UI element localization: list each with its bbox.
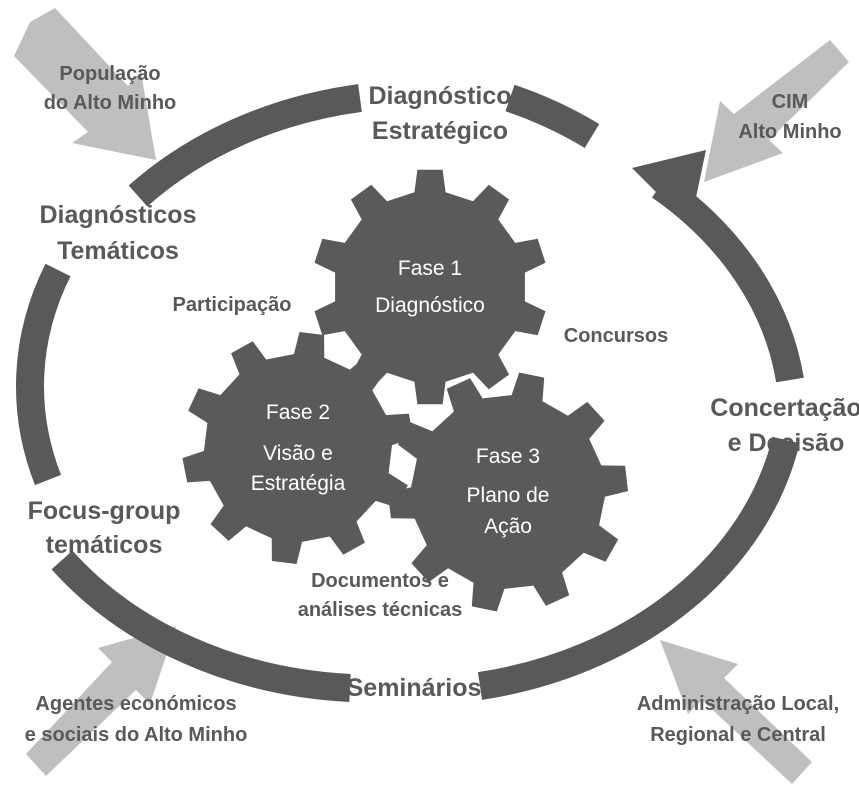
label-focus-group-2: temáticos bbox=[46, 531, 163, 559]
label-diagnosticos-tematicos-2: Temáticos bbox=[57, 237, 179, 265]
label-cim-2: Alto Minho bbox=[738, 121, 841, 143]
label-administracao-2: Regional e Central bbox=[650, 724, 826, 746]
label-diagnostico-estrategico-2: Estratégico bbox=[372, 117, 508, 145]
label-administracao-1: Administração Local, bbox=[637, 693, 839, 715]
ring-segment-top bbox=[128, 84, 362, 207]
ring-segment-right-lower bbox=[477, 436, 800, 700]
arrow-bottom-left-icon bbox=[26, 626, 176, 776]
label-diagnostico-estrategico-1: Diagnóstico bbox=[368, 82, 511, 110]
arrow-top-right-icon bbox=[704, 40, 849, 182]
label-concertacao-1: Concertação bbox=[710, 394, 859, 422]
label-diagnosticos-tematicos-1: Diagnósticos bbox=[40, 201, 197, 229]
gears bbox=[182, 169, 628, 612]
label-participacao: Participação bbox=[173, 294, 292, 316]
label-documentos-2: análises técnicas bbox=[298, 599, 463, 621]
arrow-top-left-icon bbox=[14, 8, 156, 160]
input-arrows bbox=[14, 8, 849, 784]
gear-hub bbox=[415, 399, 601, 585]
label-populacao-1: População bbox=[59, 63, 160, 85]
gear-hub bbox=[208, 358, 388, 538]
ring-segment-top-right bbox=[505, 84, 600, 149]
gear-1-line-2: Diagnóstico bbox=[375, 294, 485, 317]
gear-2-line-1: Fase 2 bbox=[266, 401, 330, 424]
gear-fase-2 bbox=[182, 332, 414, 564]
gear-fase-3 bbox=[388, 372, 628, 612]
gear-hub bbox=[338, 195, 522, 379]
ring-segment-left bbox=[16, 263, 71, 486]
label-seminarios: Seminários bbox=[347, 674, 482, 702]
label-cim-1: CIM bbox=[772, 91, 809, 113]
label-agentes-2: e sociais do Alto Minho bbox=[25, 724, 248, 746]
label-documentos-1: Documentos e bbox=[311, 570, 449, 592]
label-focus-group-1: Focus-group bbox=[28, 497, 181, 525]
gear-3-line-3: Ação bbox=[484, 515, 532, 538]
label-agentes-1: Agentes económicos bbox=[35, 693, 236, 715]
label-concertacao-2: e Decisão bbox=[728, 429, 845, 457]
label-concursos: Concursos bbox=[564, 325, 668, 347]
label-populacao-2: do Alto Minho bbox=[44, 92, 177, 114]
ring-arrowhead-icon bbox=[632, 150, 706, 226]
gear-3-line-1: Fase 3 bbox=[476, 445, 540, 468]
gear-2-line-2: Visão e bbox=[263, 442, 333, 465]
gear-fase-1 bbox=[314, 169, 546, 405]
arrow-bottom-right-icon bbox=[660, 640, 812, 784]
gear-1-line-1: Fase 1 bbox=[398, 257, 462, 280]
ring-segment-bottom-left bbox=[51, 550, 351, 702]
gear-2-line-3: Estratégia bbox=[251, 472, 346, 495]
gear-3-line-2: Plano de bbox=[467, 484, 550, 507]
